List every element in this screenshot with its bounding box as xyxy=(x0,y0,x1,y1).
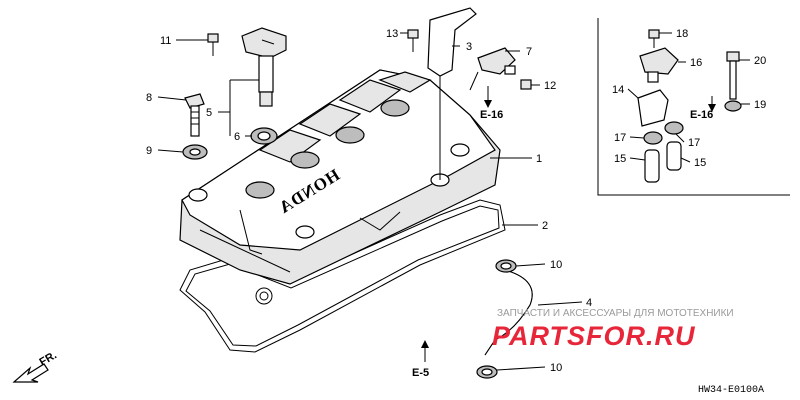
diagram-code: HW34-E0100A xyxy=(698,385,764,396)
callout-numbers: 1 2 3 4 5 6 7 8 9 10 10 11 12 13 14 15 1… xyxy=(146,28,766,374)
leader-lines xyxy=(157,32,750,371)
callout-20: 20 xyxy=(754,55,766,67)
plug-tube-seal xyxy=(250,127,278,145)
callout-2: 2 xyxy=(542,220,548,232)
ref-e16-main: E-16 xyxy=(480,109,503,121)
callout-17-left: 17 xyxy=(614,132,626,144)
callout-18: 18 xyxy=(676,28,688,40)
callout-13: 13 xyxy=(386,28,398,40)
breather-tube xyxy=(484,269,533,356)
callout-8: 8 xyxy=(146,92,152,104)
callout-15-left: 15 xyxy=(614,153,626,165)
callout-16: 16 xyxy=(690,57,702,69)
callout-10-lower: 10 xyxy=(550,362,562,374)
watermark-logo: PARTSFOR.RU xyxy=(492,321,696,351)
callout-9: 9 xyxy=(146,145,152,157)
callout-17-right: 17 xyxy=(688,137,700,149)
callout-11: 11 xyxy=(160,35,171,47)
watermark: ЗАПЧАСТИ И АКСЕССУАРЫ ДЛЯ МОТОТЕХНИКИ PA… xyxy=(492,308,734,351)
front-direction-label: FR. xyxy=(38,349,59,368)
ref-e16-inset: E-16 xyxy=(690,109,713,121)
washer-rubber xyxy=(182,144,208,160)
bracket-bolt xyxy=(407,29,419,52)
coil-bolt xyxy=(207,33,219,56)
ref-arrow-e5 xyxy=(421,340,429,348)
callout-14: 14 xyxy=(612,84,624,96)
callout-12: 12 xyxy=(544,80,556,92)
callout-15-right: 15 xyxy=(694,157,706,169)
callout-4: 4 xyxy=(586,297,592,309)
tube-clamp-lower xyxy=(476,365,498,379)
callout-7: 7 xyxy=(526,46,532,58)
stud-bolt xyxy=(184,93,205,137)
ignition-coil xyxy=(241,27,287,107)
camshaft-sensor-main xyxy=(469,47,516,91)
callout-3: 3 xyxy=(466,41,472,53)
callout-19: 19 xyxy=(754,99,766,111)
tube-clamp-upper xyxy=(495,259,517,273)
sensor-inset xyxy=(597,18,790,196)
front-direction-arrow: FR. xyxy=(12,349,59,383)
callout-6: 6 xyxy=(234,131,240,143)
watermark-tagline: ЗАПЧАСТИ И АКСЕССУАРЫ ДЛЯ МОТОТЕХНИКИ xyxy=(497,308,734,319)
callout-10-upper: 10 xyxy=(550,259,562,271)
callout-5: 5 xyxy=(206,107,212,119)
harness-stay xyxy=(427,7,477,180)
cylinder-head-cover: HONDA xyxy=(179,69,501,285)
ref-e5: E-5 xyxy=(412,367,429,379)
flange-nut xyxy=(520,79,532,90)
ref-arrow-e16 xyxy=(484,100,492,108)
callout-1: 1 xyxy=(536,153,542,165)
